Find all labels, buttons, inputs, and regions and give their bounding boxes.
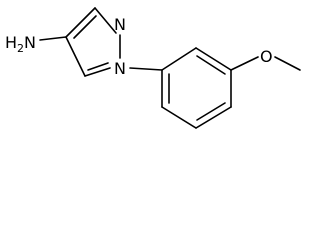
amine-h-label: H [5,33,17,52]
bond-c4-nh2 [39,36,67,41]
bond-c5-n1 [84,67,111,77]
bond-ph-c5-c6 [161,106,197,129]
bond-ph-c4-c5 [195,106,232,129]
pyrazole-n2-label: N [114,15,126,34]
pyrazole-n1-label: N [114,59,126,78]
bond-oxygen-methyl [274,56,301,71]
bond-ph-c2-c3 [195,47,232,71]
bond-c4-c5 [65,36,86,77]
bond-c3-c4-inner [73,15,97,39]
bond-n1-phenyl [129,67,163,71]
chemical-structure: H 2 N N N O [5,7,301,129]
bond-c5-n1-inner [87,62,109,71]
amine-h-count-label: 2 [17,42,24,55]
methoxy-o-label: O [260,47,273,66]
bond-n2-c3 [94,7,117,34]
bond-ph-oxygen [230,56,259,71]
bond-ph-c4-c5-inner [196,102,226,121]
bond-ph-c2-c3-inner [196,55,226,75]
amine-n-label: N [24,33,36,52]
bond-ph-c1-c2 [161,47,197,71]
bond-c3-c4 [65,7,96,38]
